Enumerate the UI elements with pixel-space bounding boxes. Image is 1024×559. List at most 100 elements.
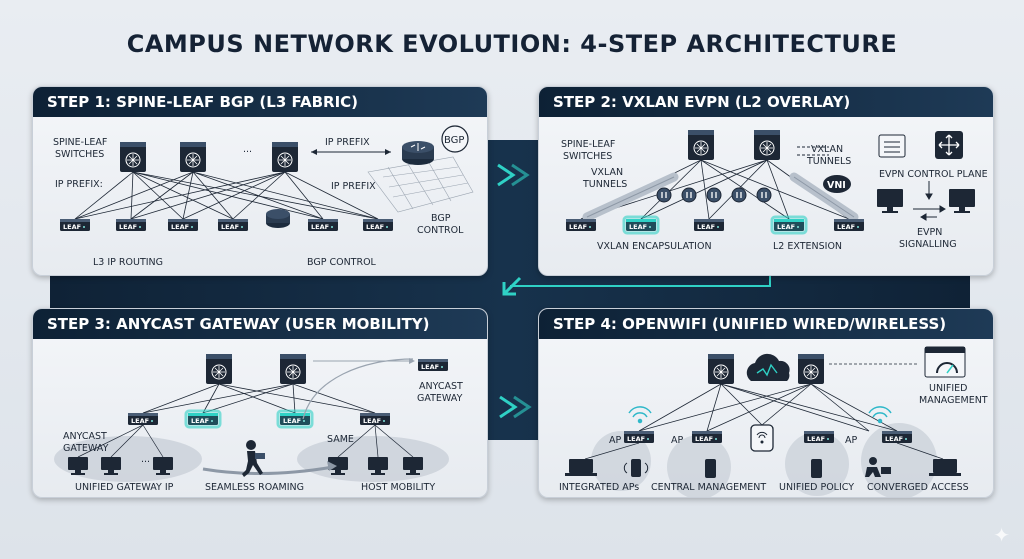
leaf-switch: LEAF — [804, 431, 834, 443]
monitor-right-icon — [949, 189, 975, 213]
vxlan-encapsulation-label: VXLAN ENCAPSULATION — [597, 241, 712, 252]
same-label: SAME — [327, 434, 354, 445]
ip-prefix-left-label: IP PREFIX: — [55, 179, 103, 190]
cloud-icon — [746, 353, 790, 381]
leaf-switch: LEAF — [770, 215, 808, 235]
spine-switch-icon — [120, 142, 146, 172]
laptop-icon — [565, 459, 597, 476]
leaf-label: LEAF — [569, 223, 587, 231]
vni-badge — [823, 175, 851, 193]
leaf-label: LEAF — [697, 223, 715, 231]
central-management-label: CENTRAL MANAGEMENT — [651, 482, 766, 493]
spine-switch-icon — [180, 142, 206, 172]
flow-arrow-1-2 — [497, 163, 530, 187]
leaf-switch: LEAF — [363, 219, 393, 231]
step-4-panel: STEP 4: OPENWIFI (UNIFIED WIRED/WIRELESS… — [538, 308, 994, 498]
vxlan-tunnel-right-icon — [789, 172, 859, 222]
roaming-arrow — [202, 465, 334, 476]
leaf-switch: LEAF — [622, 215, 660, 235]
leaf-label: LEAF — [629, 223, 647, 231]
unified-management-line1: UNIFIED — [929, 383, 967, 394]
step-3-title: STEP 3: ANYCAST GATEWAY (USER MOBILITY) — [33, 309, 487, 339]
host-mobility-label: HOST MOBILITY — [361, 482, 435, 493]
leaf-label: LEAF — [221, 223, 239, 231]
leaf-switch: LEAF — [834, 219, 864, 231]
leaf-switch: LEAF — [692, 431, 722, 443]
wifi-icon — [868, 406, 892, 424]
spine-leaf-label-line2: SWITCHES — [55, 149, 104, 160]
roaming-arrowhead-icon — [327, 461, 337, 471]
vtep-interface-icon — [706, 187, 722, 203]
leaf-label: LEAF — [807, 435, 825, 443]
access-point-icon — [750, 424, 774, 452]
leaf-switch: LEAF — [624, 431, 654, 443]
l2-extension-label: L2 EXTENSION — [773, 241, 842, 252]
flow-arrow-2-3 — [502, 274, 771, 296]
ap-label-left: AP — [609, 435, 621, 446]
leaf-label: LEAF — [695, 435, 713, 443]
spine-switch-icon — [708, 354, 734, 384]
ip-prefix-mid-label: IP PREFIX — [331, 181, 376, 192]
leaf-label: LEAF — [777, 223, 795, 231]
spine-switch-icon — [688, 130, 714, 160]
evpn-control-plane-label: EVPN CONTROL PLANE — [879, 169, 988, 180]
bgp-router-icon — [402, 141, 434, 165]
coverage-zone-4 — [861, 423, 937, 497]
flow-arrow-3-4 — [499, 395, 532, 419]
leaf-switch: LEAF — [882, 431, 912, 443]
unified-policy-label: UNIFIED POLICY — [779, 482, 854, 493]
leaf-switch: LEAF — [360, 413, 390, 425]
spine-leaf-label-line1: SPINE-LEAF — [561, 139, 615, 150]
vxlan-tunnels-right-line2: TUNNELS — [806, 156, 851, 167]
leaf-label: LEAF — [191, 417, 209, 425]
leaf-switch: LEAF — [308, 219, 338, 231]
bgp-badge-label: BGP — [444, 135, 464, 146]
bgp-badge — [441, 125, 469, 153]
unified-gateway-ip-label: UNIFIED GATEWAY IP — [75, 482, 174, 493]
leaf-label: LEAF — [131, 417, 149, 425]
spine-switch-icon — [754, 130, 780, 160]
leaf-label: LEAF — [63, 223, 81, 231]
dashboard-icon — [924, 346, 966, 378]
leaf-switch: LEAF — [218, 219, 248, 231]
page-title: CAMPUS NETWORK EVOLUTION: 4-STEP ARCHITE… — [126, 30, 898, 58]
bgp-control-side-line1: BGP — [431, 213, 451, 224]
spine-switch-icon — [272, 142, 298, 172]
converged-access-label: CONVERGED ACCESS — [867, 482, 969, 493]
arrowhead-left-icon — [311, 149, 317, 155]
ellipsis: ··· — [243, 147, 252, 158]
spine-leaf-label-line2: SWITCHES — [563, 151, 612, 162]
leaf-switch: LEAF — [184, 409, 222, 429]
signalling-arrows-icon — [913, 181, 946, 221]
monitor-left-icon — [877, 189, 903, 213]
leaf-label: LEAF — [421, 363, 439, 371]
vtep-interface-icon — [656, 187, 672, 203]
ap-label-mid: AP — [671, 435, 683, 446]
ellipsis: ··· — [141, 457, 150, 468]
phone-icon — [705, 459, 716, 478]
leaf-router-icon — [266, 209, 290, 228]
anycast-gateway-right-line1: ANYCAST — [419, 381, 463, 392]
leaf-label: LEAF — [837, 223, 855, 231]
phone-wave-icon — [623, 459, 649, 477]
coverage-zone-2 — [667, 435, 731, 497]
leaf-switch: LEAF — [566, 219, 596, 231]
leaf-label: LEAF — [885, 435, 903, 443]
gateway-arrowhead-icon — [409, 358, 415, 364]
l3-ip-routing-label: L3 IP ROUTING — [93, 257, 163, 268]
sparkle-icon: ✦ — [993, 523, 1010, 547]
mesh-grid-icon — [367, 156, 474, 213]
vtep-interface-icon — [731, 187, 747, 203]
phone-icon — [811, 459, 822, 478]
step-2-diagram: LEAF LEAF LEAF LEAF LEAF SPINE-LEAF SWITCHES… — [561, 130, 988, 252]
spine-switch-icon — [206, 354, 232, 384]
leaf-label: LEAF — [363, 417, 381, 425]
gateway-curve — [302, 358, 414, 420]
leaf-label: LEAF — [171, 223, 189, 231]
desktop-icon — [101, 457, 121, 475]
